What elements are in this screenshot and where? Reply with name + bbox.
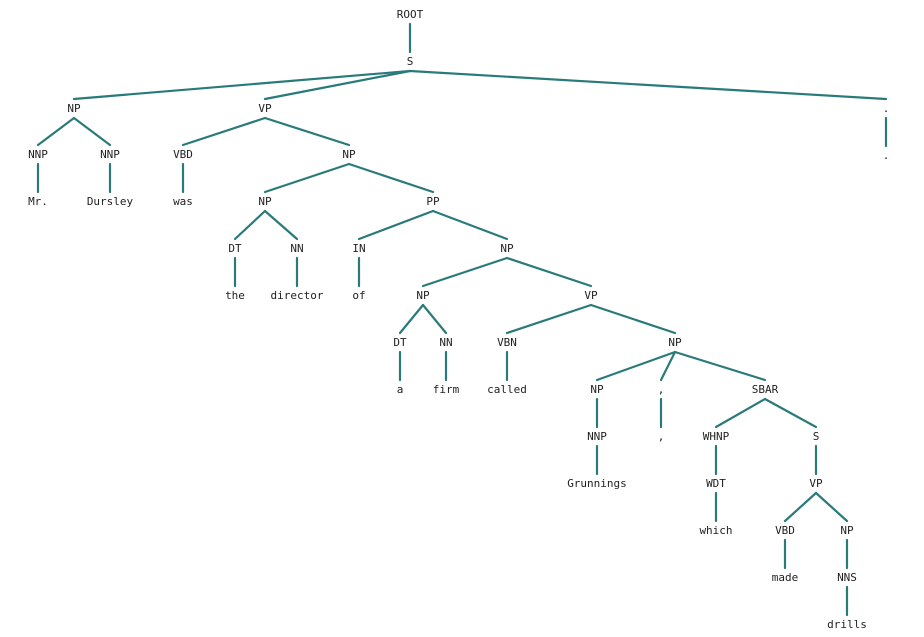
- tree-node-np1: NP: [67, 102, 81, 115]
- tree-edge-np2-pp1: [347, 162, 435, 194]
- tree-word-w_dot: .: [883, 149, 890, 162]
- tree-node-nnp2: NNP: [100, 148, 120, 161]
- tree-edge-np6-commap: [659, 350, 677, 382]
- tree-edge-vp1-vbd1: [181, 116, 267, 147]
- tree-node-whnp1: WHNP: [703, 430, 730, 443]
- tree-edge-vp1-np2: [263, 116, 351, 147]
- tree-node-vp2: VP: [584, 289, 598, 302]
- tree-node-np2: NP: [342, 148, 356, 161]
- tree-edge-np4-np5: [421, 256, 509, 288]
- tree-word-w_which: which: [699, 524, 732, 537]
- tree-node-nnp1: NNP: [28, 148, 48, 161]
- tree-edge-pp1-np4: [431, 209, 509, 241]
- tree-word-w_drills: drills: [827, 618, 867, 631]
- tree-edge-s1-dotp: [408, 69, 888, 101]
- tree-edge-sbar1-whnp1: [714, 397, 767, 429]
- tree-word-w_a: a: [397, 383, 404, 396]
- tree-node-np6: NP: [668, 336, 682, 349]
- tree-edge-np6-sbar1: [673, 350, 767, 382]
- tree-edges: [36, 22, 888, 617]
- tree-edge-np5-nn2: [421, 303, 448, 335]
- tree-edge-vp3-np8: [814, 491, 849, 523]
- tree-node-s2: S: [813, 430, 820, 443]
- tree-node-np3: NP: [258, 195, 272, 208]
- tree-edge-np5-dt2: [398, 303, 425, 335]
- tree-edge-vp2-vbn1: [505, 303, 593, 335]
- tree-word-w_comma: ,: [658, 430, 665, 443]
- tree-word-w_grunnings: Grunnings: [567, 477, 627, 490]
- tree-node-vbd2: VBD: [775, 524, 795, 537]
- tree-node-sbar1: SBAR: [752, 383, 779, 396]
- tree-word-w_the: the: [225, 289, 245, 302]
- tree-node-wdt1: WDT: [706, 477, 726, 490]
- tree-edge-np2-np3: [263, 162, 351, 194]
- tree-word-w_dursley: Dursley: [87, 195, 134, 208]
- tree-word-w_director: director: [271, 289, 324, 302]
- tree-node-nn1: NN: [290, 242, 303, 255]
- tree-node-vbd1: VBD: [173, 148, 193, 161]
- tree-node-np5: NP: [416, 289, 430, 302]
- tree-edge-sbar1-s2: [763, 397, 818, 429]
- tree-node-vp3: VP: [809, 477, 823, 490]
- tree-edge-np3-nn1: [263, 209, 299, 241]
- tree-node-nn2: NN: [439, 336, 452, 349]
- tree-edge-vp2-np6: [589, 303, 677, 335]
- tree-edge-s1-vp1: [263, 69, 412, 101]
- tree-edge-s1-np1: [72, 69, 412, 101]
- tree-edge-vp3-vbd2: [783, 491, 818, 523]
- tree-node-dotp: .: [883, 102, 890, 115]
- tree-edge-pp1-in1: [357, 209, 435, 241]
- tree-node-root: ROOT: [397, 8, 424, 21]
- tree-word-w_of: of: [352, 289, 365, 302]
- tree-edge-np1-nnp1: [36, 116, 76, 147]
- tree-word-w_mr: Mr.: [28, 195, 48, 208]
- tree-node-in1: IN: [352, 242, 365, 255]
- tree-word-w_made: made: [772, 571, 799, 584]
- tree-node-pp1: PP: [426, 195, 440, 208]
- tree-node-s1: S: [407, 55, 414, 68]
- tree-node-nns1: NNS: [837, 571, 857, 584]
- tree-word-w_called: called: [487, 383, 527, 396]
- tree-word-w_was: was: [173, 195, 193, 208]
- tree-edge-np4-vp2: [505, 256, 593, 288]
- tree-node-commap: ,: [658, 383, 665, 396]
- tree-edge-np3-dt1: [233, 209, 267, 241]
- tree-edge-np6-np7: [595, 350, 677, 382]
- tree-edge-np1-nnp2: [72, 116, 112, 147]
- tree-node-vp1: VP: [258, 102, 272, 115]
- tree-word-w_firm: firm: [433, 383, 460, 396]
- tree-node-np8: NP: [840, 524, 854, 537]
- tree-node-np7: NP: [590, 383, 604, 396]
- tree-node-np4: NP: [500, 242, 514, 255]
- tree-node-nnp3: NNP: [587, 430, 607, 443]
- tree-node-dt1: DT: [228, 242, 242, 255]
- tree-node-vbn1: VBN: [497, 336, 517, 349]
- tree-node-dt2: DT: [393, 336, 407, 349]
